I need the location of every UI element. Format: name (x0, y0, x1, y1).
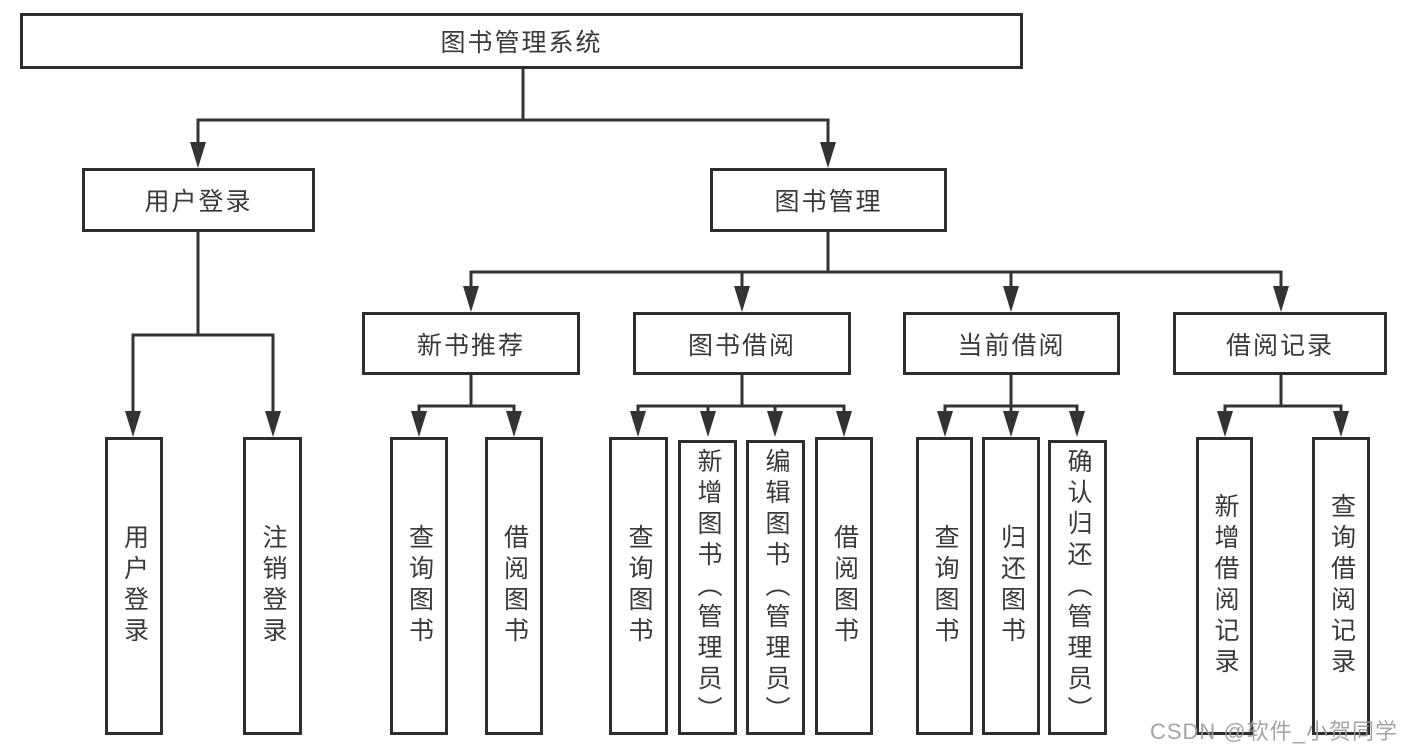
node-label: 借阅图书 (500, 524, 529, 648)
node-borrow-records: 借阅记录 (1173, 312, 1387, 375)
leaf-borrow-books-recommend: 借阅图书 (485, 437, 543, 735)
node-label: 借阅图书 (830, 524, 859, 648)
node-label: 查询图书 (625, 524, 653, 648)
node-label: 借阅记录 (1225, 331, 1334, 360)
leaf-add-books-admin: 新增图书（管理员） (678, 440, 737, 735)
node-book-borrow: 图书借阅 (633, 312, 851, 375)
node-label: 新书推荐 (416, 331, 525, 360)
leaf-borrow-books: 借阅图书 (815, 437, 873, 735)
node-label: 查询借阅记录 (1327, 493, 1356, 679)
node-new-book-recommend: 新书推荐 (362, 312, 580, 375)
leaf-query-books-recommend: 查询图书 (390, 437, 448, 735)
leaf-query-borrow-record: 查询借阅记录 (1312, 437, 1370, 735)
node-label: 注销登录 (259, 524, 287, 648)
node-label: 新增图书（管理员） (694, 448, 722, 727)
leaf-edit-books-admin: 编辑图书（管理员） (746, 440, 805, 735)
node-label: 图书管理 (774, 188, 883, 216)
leaf-query-books-current: 查询图书 (916, 437, 973, 735)
node-label: 用户登录 (144, 188, 253, 216)
leaf-query-books-borrow: 查询图书 (609, 437, 668, 735)
node-label: 图书借阅 (687, 331, 796, 360)
node-label: 编辑图书（管理员） (762, 448, 790, 727)
node-label: 归还图书 (997, 524, 1026, 648)
leaf-logout: 注销登录 (243, 437, 302, 735)
node-book-management: 图书管理 (710, 168, 947, 232)
node-label: 图书管理系统 (440, 29, 603, 57)
node-label: 新增借阅记录 (1211, 493, 1239, 679)
leaf-return-books: 归还图书 (982, 437, 1040, 735)
node-label: 当前借阅 (957, 331, 1066, 360)
leaf-user-login: 用户登录 (105, 437, 163, 735)
node-label: 用户登录 (120, 524, 149, 648)
node-current-borrow: 当前借阅 (903, 312, 1120, 375)
node-label: 确认归还（管理员） (1064, 448, 1092, 727)
csdn-watermark: CSDN @软件_小贺同学 (1149, 719, 1398, 744)
leaf-confirm-return-admin: 确认归还（管理员） (1048, 440, 1107, 735)
node-label: 查询图书 (931, 524, 959, 648)
leaf-add-borrow-record: 新增借阅记录 (1196, 437, 1253, 735)
node-label: 查询图书 (405, 524, 434, 648)
node-library-management-system: 图书管理系统 (20, 13, 1023, 69)
node-user-login: 用户登录 (82, 168, 315, 232)
